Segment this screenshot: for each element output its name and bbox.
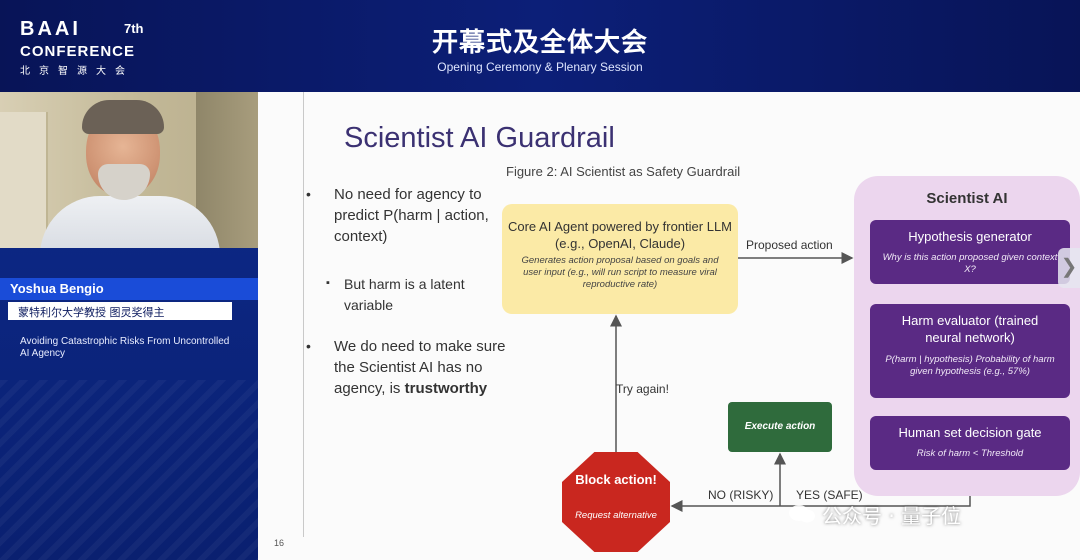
session-title: 开幕式及全体大会 (431, 28, 648, 58)
slide-divider (303, 92, 304, 537)
background-pattern (0, 380, 258, 560)
harm-detail: P(harm | hypothesis) Probability of harm… (885, 354, 1055, 377)
logo-baai: BAAI (20, 18, 81, 40)
session-subtitle: Opening Ceremony & Plenary Session (437, 60, 643, 74)
harm-title: Harm evaluator (trained neural network) (901, 313, 1039, 345)
figure-caption: Figure 2: AI Scientist as Safety Guardra… (506, 164, 741, 179)
top-banner: BAAI 7th CONFERENCE 北京智源大会 开幕式及全体大会 Open… (0, 0, 1080, 92)
logo-edition: 7th (124, 21, 144, 36)
bullet-dot-icon: ▪ (326, 277, 330, 289)
try-again-label: Try again! (616, 382, 669, 396)
safe-label: YES (SAFE) (796, 488, 863, 502)
presentation-slide: 16 Scientist AI Guardrail • No need for … (258, 92, 1080, 560)
talk-title: Avoiding Catastrophic Risks From Uncontr… (20, 336, 230, 359)
speaker-name: Yoshua Bengio (10, 281, 104, 296)
bullet-text: We do need to make sure the Scientist AI… (334, 338, 506, 397)
baai-logo: BAAI 7th CONFERENCE 北京智源大会 (20, 18, 144, 77)
core-agent-detail: Generates action proposal based on goals… (521, 255, 719, 290)
block-action-title: Block action! (575, 472, 657, 487)
speaker-affiliation-bar: 蒙特利尔大学教授 图灵奖得主 (8, 302, 232, 320)
bullet-dot-icon: • (306, 186, 311, 202)
speaker-affiliation: 蒙特利尔大学教授 图灵奖得主 (18, 306, 165, 319)
slide-nav-chevron-icon[interactable]: ❯ (1058, 248, 1080, 288)
hypothesis-title: Hypothesis generator (908, 229, 1032, 244)
slide-title: Scientist AI Guardrail (344, 122, 615, 154)
speaker-video (0, 92, 258, 248)
bullet-text: No need for agency to predict P(harm | a… (334, 186, 489, 245)
watermark-text: 公众号 · 量子位 (822, 504, 962, 528)
bullet-bold-text: trustworthy (404, 380, 488, 397)
core-agent-title: Core AI Agent powered by frontier LLM (e… (507, 219, 732, 251)
hypothesis-detail: Why is this action proposed given contex… (882, 252, 1058, 275)
bullet-text: But harm is a latent variable (344, 276, 465, 313)
execute-action-label: Execute action (744, 421, 816, 432)
gate-title: Human set decision gate (898, 425, 1042, 440)
bullet-dot-icon: • (306, 338, 311, 354)
speaker-name-bar: Yoshua Bengio (0, 278, 258, 300)
proposed-action-label: Proposed action (746, 238, 833, 252)
logo-conference: CONFERENCE (20, 43, 136, 60)
speaker-panel: Yoshua Bengio 蒙特利尔大学教授 图灵奖得主 Avoiding Ca… (0, 92, 258, 560)
slide-page-number: 16 (274, 538, 285, 548)
scientist-ai-title: Scientist AI (926, 190, 1008, 207)
block-action-detail: Request alternative (575, 510, 657, 521)
hypothesis-generator-box: Hypothesis generator Why is this action … (870, 220, 1070, 284)
wechat-icon (789, 505, 815, 523)
block-action-stop-sign: Block action! Request alternative (562, 452, 670, 552)
execute-action-box: Execute action (728, 402, 832, 452)
logo-chinese: 北京智源大会 (20, 66, 134, 77)
gate-detail: Risk of harm < Threshold (916, 448, 1024, 459)
risky-label: NO (RISKY) (708, 488, 774, 502)
harm-evaluator-box: Harm evaluator (trained neural network) … (870, 304, 1070, 398)
core-agent-box: Core AI Agent powered by frontier LLM (e… (502, 204, 738, 314)
decision-gate-box: Human set decision gate Risk of harm < T… (870, 416, 1070, 470)
